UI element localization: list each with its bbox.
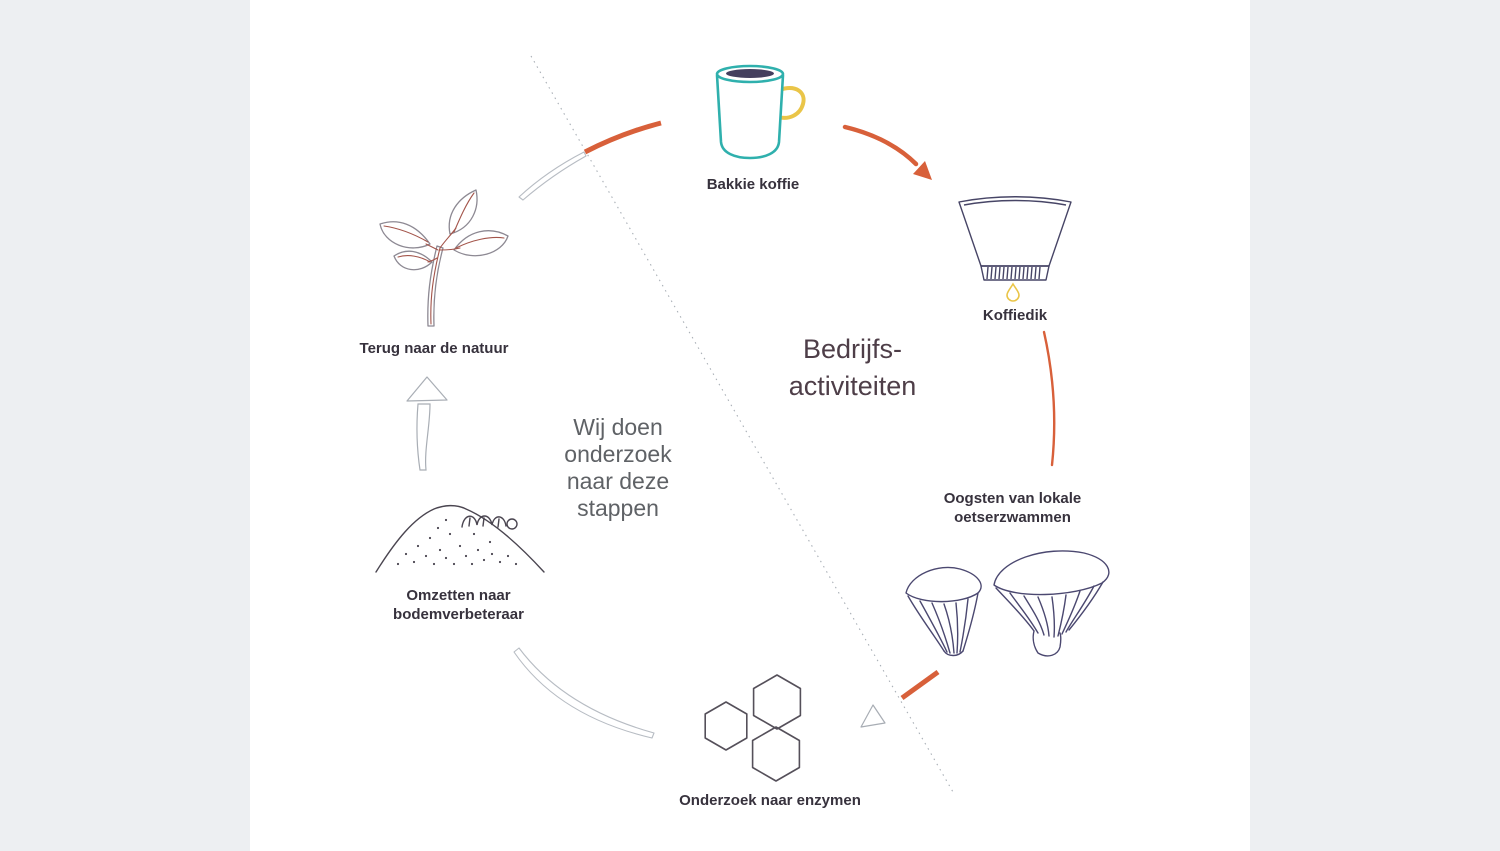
step-label: Terug naar de natuur — [359, 340, 509, 357]
arrow-mound-to-plant — [406, 376, 448, 471]
step-label: Bakkie koffie — [706, 176, 800, 193]
research-note: Wij doen onderzoek naar deze stappen — [558, 414, 678, 522]
enzyme-hexagons-icon — [700, 672, 805, 784]
page-title-line: Bedrijfs- — [802, 334, 903, 364]
arc-plant-to-mug — [518, 120, 662, 201]
step-label: Koffiedik — [982, 307, 1048, 324]
arc-filter-to-mushrooms — [1042, 330, 1056, 467]
arrow-mug-to-filter — [842, 124, 932, 180]
arc-hexagons-to-mound — [513, 647, 655, 739]
coffee-filter-icon — [955, 190, 1075, 302]
step-label: Omzetten naar bodemverbeteraar — [393, 587, 524, 624]
step-label: Oogsten van lokale oetserzwammen — [943, 490, 1082, 527]
research-note-line: naar deze — [566, 468, 670, 494]
research-note-line: stappen — [577, 495, 659, 521]
step-label: Onderzoek naar enzymen — [679, 792, 861, 809]
research-note-line: Wij doen — [573, 414, 663, 440]
coffee-mug-icon — [705, 60, 810, 162]
plant-sapling-icon — [376, 186, 514, 330]
page-title-line: activiteiten — [788, 371, 917, 401]
soil-mound-worm-icon — [374, 494, 546, 574]
arrow-mushrooms-to-hexagons — [860, 669, 940, 728]
oyster-mushrooms-icon — [898, 537, 1120, 663]
page-title: Bedrijfs- activiteiten — [765, 331, 940, 405]
research-note-line: onderzoek — [564, 441, 672, 467]
